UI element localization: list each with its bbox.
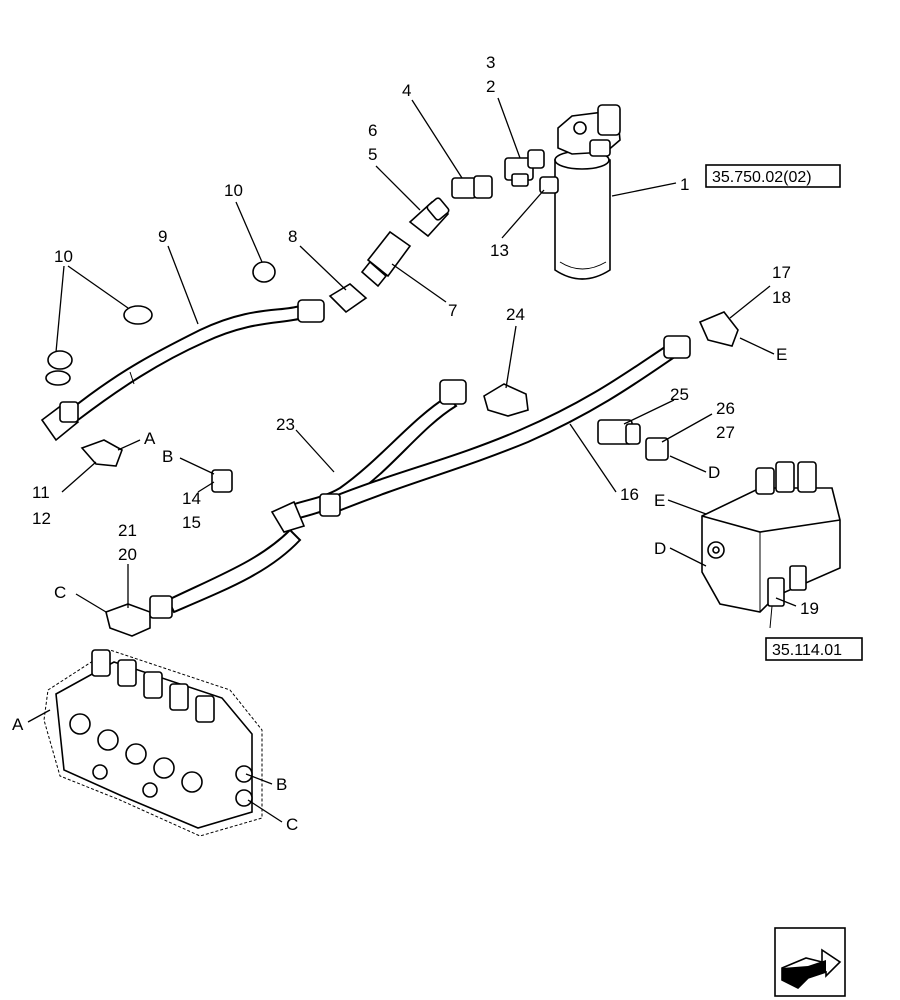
adapter-fitting-14 (211, 469, 233, 493)
callout-3: 3 (486, 53, 495, 72)
connection-a-bank: A (12, 715, 24, 734)
callout-23: 23 (276, 415, 295, 434)
leader-lines (27, 97, 797, 823)
callout-7: 7 (448, 301, 457, 320)
elbow-fitting-20 (105, 595, 173, 637)
callout-5: 5 (368, 145, 377, 164)
hydraulic-filter (554, 104, 621, 280)
callout-10-a: 10 (224, 181, 243, 200)
callout-8: 8 (288, 227, 297, 246)
callout-2: 2 (486, 77, 495, 96)
main-valve-bank (43, 649, 263, 837)
hose-9 (40, 299, 325, 442)
connection-d-valve: D (654, 539, 666, 558)
callout-10-b: 10 (54, 247, 73, 266)
callout-17: 17 (772, 263, 791, 282)
callout-numbers: 1 3 2 4 6 5 13 7 8 9 10 10 11 12 14 15 2… (32, 53, 819, 618)
adapter-fitting-4 (451, 175, 493, 199)
callout-25: 25 (670, 385, 689, 404)
hose-16 (319, 335, 691, 517)
callout-24: 24 (506, 305, 525, 324)
elbow-fitting-8 (328, 283, 368, 314)
hose-clamp-10 (45, 261, 276, 386)
callout-11: 11 (32, 483, 50, 502)
callout-19: 19 (800, 599, 819, 618)
hose-23 (166, 379, 467, 614)
tee-fitting-2 (504, 149, 545, 187)
callout-12: 12 (32, 509, 51, 528)
callout-15: 15 (182, 513, 201, 532)
adapter-fitting-5 (408, 197, 450, 238)
connection-c-bank: C (286, 815, 298, 834)
valve-reference-label: 35.114.01 (772, 642, 842, 659)
callout-1: 1 (680, 175, 689, 194)
callout-26: 26 (716, 399, 735, 418)
control-valve-block (701, 461, 841, 629)
connection-e-valve: E (654, 491, 665, 510)
filter-reference-box[interactable]: 35.750.02(02) (705, 164, 841, 188)
callout-6: 6 (368, 121, 377, 140)
adapter-fitting-26 (645, 437, 669, 461)
callout-16: 16 (620, 485, 639, 504)
tee-fitting-25 (597, 419, 641, 445)
elbow-fitting-11 (80, 439, 123, 467)
callout-13: 13 (490, 241, 509, 260)
valve-reference-box[interactable]: 35.114.01 (765, 637, 863, 661)
check-valve-7 (360, 230, 412, 288)
callout-21: 21 (118, 521, 137, 540)
connection-b-bank: B (276, 775, 287, 794)
connection-letters: A B C D E D E A B C (12, 345, 787, 834)
callout-9: 9 (158, 227, 167, 246)
callout-27: 27 (716, 423, 735, 442)
connection-c-fitting: C (54, 583, 66, 602)
connection-b-fitting: B (162, 447, 173, 466)
connection-d-fitting: D (708, 463, 720, 482)
elbow-fitting-24 (483, 383, 529, 417)
plug-fitting-13 (539, 176, 559, 194)
callout-14: 14 (182, 489, 201, 508)
connection-a-fitting: A (144, 429, 156, 448)
filter-reference-label: 35.750.02(02) (712, 169, 812, 186)
elbow-fitting-17 (698, 311, 739, 347)
connection-e-fitting: E (776, 345, 787, 364)
callout-18: 18 (772, 288, 791, 307)
callout-20: 20 (118, 545, 137, 564)
callout-4: 4 (402, 81, 411, 100)
next-page-arrow-icon[interactable] (774, 927, 846, 997)
